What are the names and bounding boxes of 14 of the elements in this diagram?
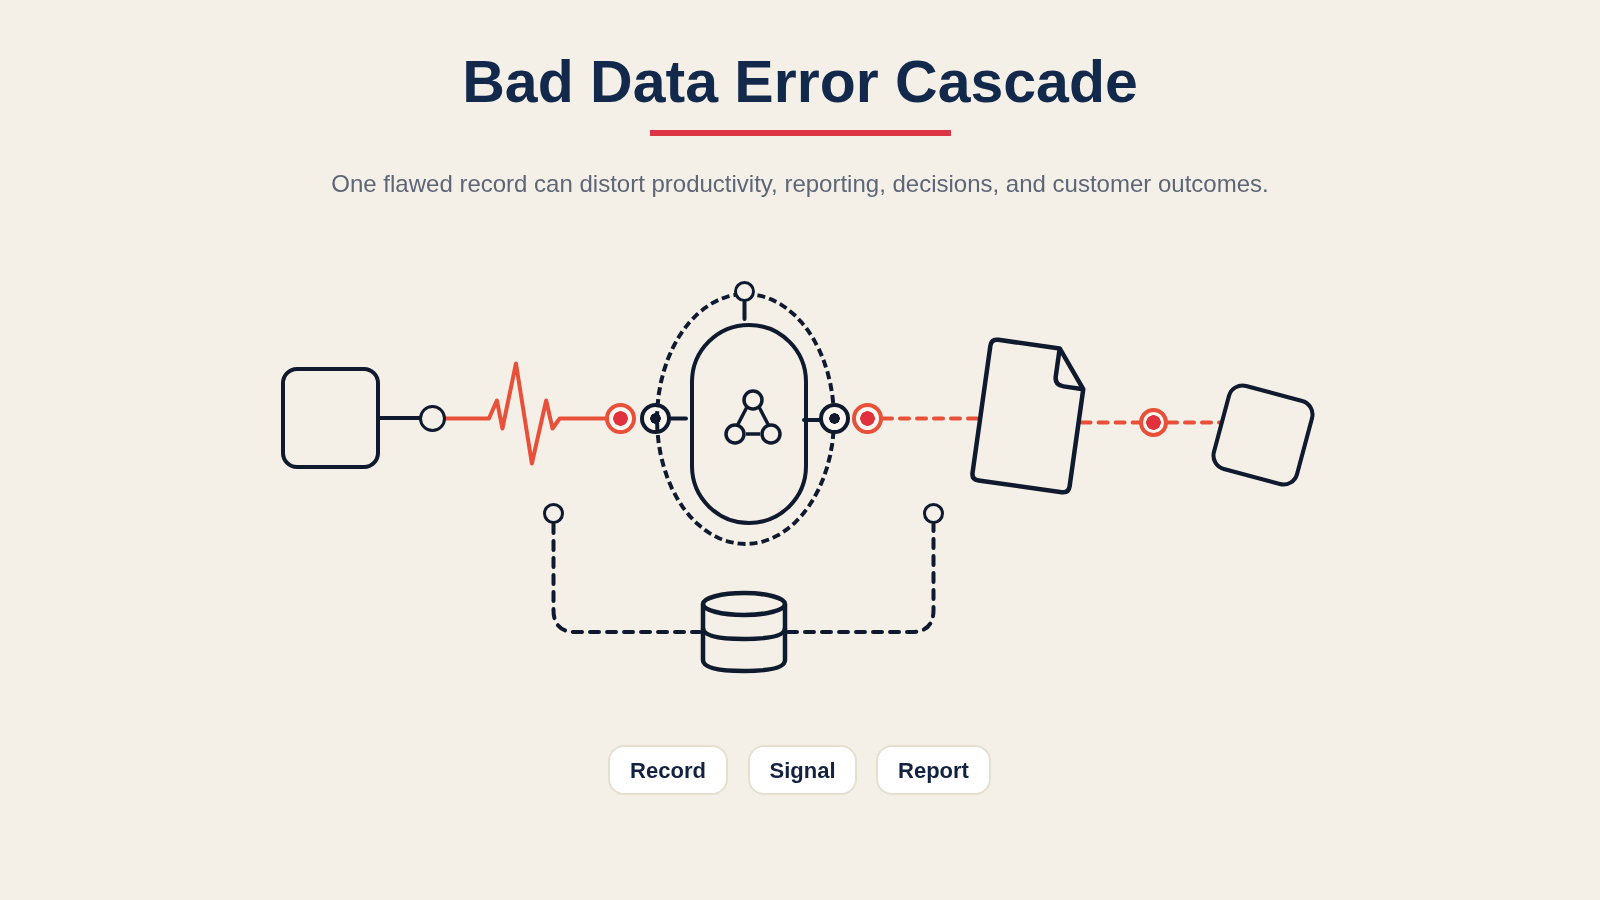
subtitle: One flawed record can distort productivity, reporting, decisions, and customer outcomes. (331, 169, 1269, 199)
connector-line (786, 522, 936, 634)
tag-chip: Report (876, 745, 991, 795)
title: Bad Data Error Cascade (462, 48, 1138, 117)
connector-line (551, 522, 702, 634)
connector-line (742, 300, 747, 321)
tag-chip: Signal (748, 745, 857, 795)
connector-line (1079, 420, 1141, 425)
capsule-shape (690, 323, 808, 525)
connector-line (378, 416, 421, 420)
database-cylinder (700, 590, 788, 674)
square-box (281, 367, 380, 469)
tag-chip: Record (608, 745, 728, 795)
connector-line (444, 361, 607, 466)
